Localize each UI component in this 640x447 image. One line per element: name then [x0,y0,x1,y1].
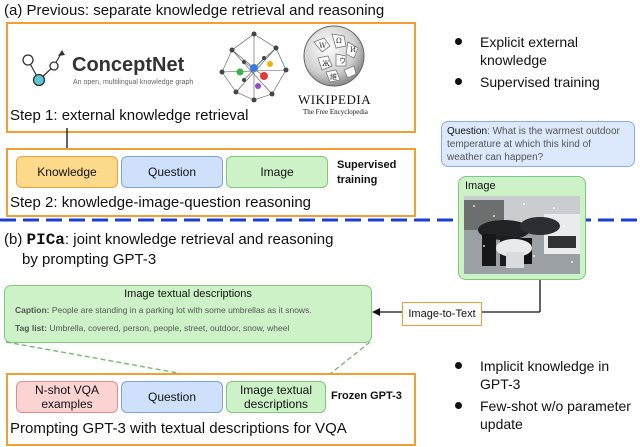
image-description-box-b: Image textual descriptions [226,381,326,413]
bullet-text: Supervised training [480,74,600,90]
wikipedia-name: WIKIPEDIA [298,92,372,107]
bullet-dot [455,38,462,45]
frozen-gpt3-label: Frozen GPT-3 [331,390,402,402]
nshot-examples-box: N-shot VQA examples [16,381,118,413]
bullet-text: Few-shot w/o parameter update [480,398,631,432]
title-rest: : joint knowledge retrieval and reasonin… [64,231,334,248]
nshot-line2: examples [41,397,93,411]
caption-label: Caption: [15,305,50,315]
knowledge-graph-icon [219,31,289,103]
conceptnet-logo-icon [22,50,65,87]
part-b-bullets: Implicit knowledge in GPT-3 Few-shot w/o… [452,357,632,437]
svg-text:ウ: ウ [339,57,346,65]
wikipedia-globe-icon: W ΩИ Ж ウ維 [303,25,365,87]
taglist-line: Tag list: Umbrella, covered, person, peo… [15,323,289,333]
bullet-few-shot: Few-shot w/o parameter update [452,397,632,433]
bullet-dot [455,78,462,85]
bullet-text: Explicit external knowledge [480,34,579,68]
svg-text:W: W [319,42,327,50]
caption-line: Caption: People are standing in a parkin… [15,305,312,315]
svg-text:Ж: Ж [322,60,330,68]
step2-label: Step 2: knowledge-image-question reasoni… [10,194,312,211]
caption-text: People are standing in a parking lot wit… [49,305,312,315]
question-box-a: Question [121,156,223,188]
bullet-dot [455,402,462,409]
taglist-text: Umbrella, covered, person, people, stree… [46,323,290,333]
bullet-explicit-knowledge: Explicit external knowledge [452,33,632,69]
bullet-implicit-knowledge: Implicit knowledge in GPT-3 [452,357,632,393]
textual-description-box: Image textual descriptions Caption: Peop… [4,285,372,343]
title-prefix: (b) [4,231,27,248]
conceptnet-tagline: An open, multilingual knowledge graph [73,79,194,86]
conceptnet-name: ConceptNet [72,54,185,76]
img-desc-line2: descriptions [243,397,308,411]
svg-text:Ω: Ω [336,37,342,45]
knowledge-box: Knowledge [16,156,118,188]
image-to-text-arrow [372,280,541,316]
part-b-title-line2: by prompting GPT-3 [22,251,157,268]
part-a-bullets: Explicit external knowledge Supervised t… [452,33,632,95]
image-label: Image [465,180,496,192]
question-bubble: Question: What is the warmest outdoor te… [441,121,635,167]
supervised-line2: training [337,174,378,186]
question-label: Question [447,126,488,137]
bullet-text: Implicit knowledge in GPT-3 [480,358,610,392]
wikipedia-tagline: The Free Encyclopedia [303,108,368,116]
snow-umbrella-photo [464,196,580,274]
taglist-label: Tag list: [15,323,47,333]
svg-text:維: 維 [330,72,337,81]
supervised-training-label: Supervised training [337,158,396,188]
image-box-a: Image [226,156,328,188]
part-b-title: (b) PICa: joint knowledge retrieval and … [4,231,333,249]
supervised-line1: Supervised [337,159,397,171]
description-title: Image textual descriptions [124,288,252,300]
image-panel: Image [458,176,586,280]
bullet-supervised: Supervised training [452,73,632,91]
bullet-dot [455,362,462,369]
svg-text:И: И [350,46,356,54]
pica-name: PICa [26,231,65,249]
prompting-label: Prompting GPT-3 with textual description… [10,420,347,437]
nshot-line1: N-shot VQA [34,383,100,397]
image-to-text-box: Image-to-Text [402,302,482,326]
question-text: : What is the warmest outdoor temperatur… [447,126,620,163]
part-a-title: (a) Previous: separate knowledge retriev… [4,2,385,19]
question-box-b: Question [121,381,223,413]
step1-label: Step 1: external knowledge retrieval [10,107,249,124]
img-desc-line1: Image textual [239,383,313,397]
